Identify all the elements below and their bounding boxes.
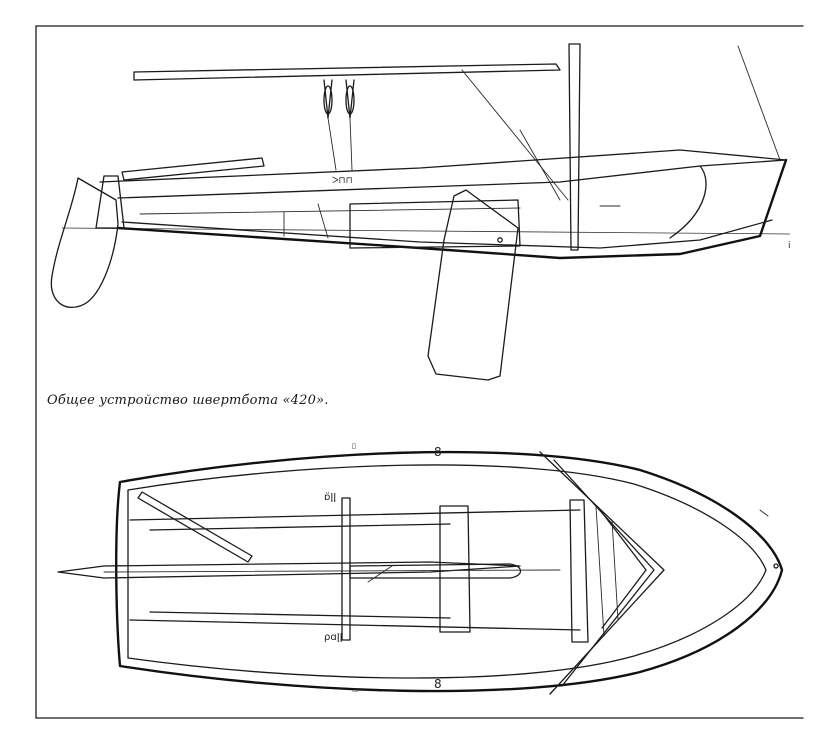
centreboard-pivot: [497, 237, 503, 243]
mainsheet-line-2: [349, 117, 353, 171]
plan-view: ɒ̈ǀǀ ρɑǀǀ 8 8 ▯ ▭: [57, 442, 784, 695]
fitting-port: ɒ̈ǀǀ: [324, 492, 336, 503]
gunwale-line: [117, 159, 787, 199]
bow-fitting: [773, 563, 779, 569]
cleat-port: 8: [434, 445, 442, 459]
tiller-extension: [57, 561, 521, 579]
bench-starboard-inner: [129, 619, 581, 631]
plan-deck-line: [127, 464, 767, 679]
mainsheet-line: [327, 117, 337, 171]
block-sheave-left: [323, 85, 333, 115]
bow-tick: [759, 509, 769, 517]
fitting-starboard: ρɑǀǀ: [324, 632, 343, 643]
frame-post-2: [317, 203, 329, 239]
block-sheave-right: [345, 85, 355, 115]
centre-thwart: [439, 505, 471, 633]
foredeck-v-inner: [553, 459, 655, 687]
bow-curve: [669, 165, 707, 239]
boom-strut: [137, 491, 253, 563]
centerline: [103, 569, 561, 573]
transom: [95, 175, 125, 229]
bench-starboard-line: [149, 611, 451, 619]
bow-mark: i: [788, 241, 791, 251]
bow-frame-1: [595, 505, 605, 637]
chainplate-port: ▯: [352, 442, 356, 450]
centreboard-slot: [349, 563, 522, 579]
forestay: [737, 45, 781, 161]
main-thwart: [341, 497, 351, 641]
tiller: [121, 157, 265, 181]
thwart-line: [139, 207, 521, 215]
boom: [133, 63, 561, 81]
shroud: [461, 69, 569, 201]
plan-hull-outline: [115, 450, 784, 693]
side-profile-view: ᐳ⊓⊓ i: [50, 43, 791, 381]
traveller-mark: ᐳ⊓⊓: [332, 176, 353, 186]
slot-pointer: [367, 565, 393, 583]
mast-thwart: [569, 499, 589, 643]
mast: [568, 43, 581, 251]
cleat-starboard: 8: [434, 677, 442, 691]
shroud-2: [519, 129, 561, 201]
bench-port-line: [149, 523, 451, 531]
figure-caption: Общее устройство швертбота «420».: [47, 393, 329, 408]
rudder-blade: [50, 177, 119, 308]
bow-frame-2: [611, 519, 619, 621]
chine-line: [121, 219, 773, 249]
centreboard: [427, 189, 519, 381]
bench-port-inner: [129, 509, 581, 521]
hull-bottom: [116, 158, 788, 260]
foredeck-breakwater: [599, 509, 647, 629]
centreboard-case: [349, 199, 521, 249]
chainplate-starboard: ▭: [352, 686, 359, 694]
sheer-line: [99, 149, 787, 183]
waterline: [61, 227, 791, 235]
